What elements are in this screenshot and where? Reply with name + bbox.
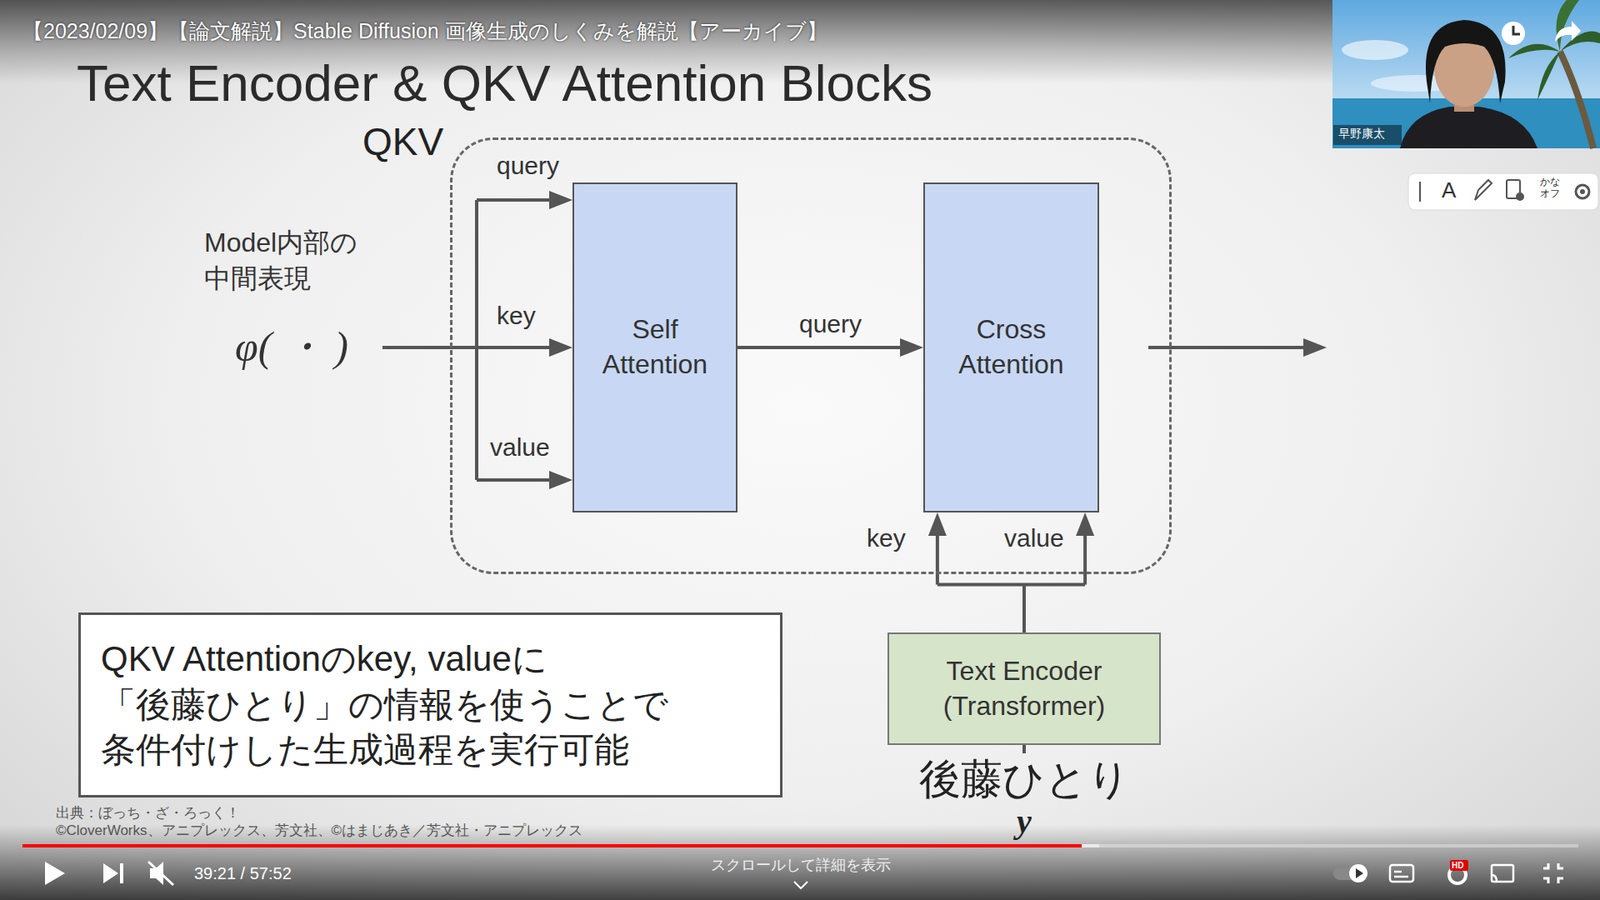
caption-toolbar: [1408, 173, 1599, 210]
connector: [737, 338, 924, 357]
video-time: 39:21 / 57:52: [194, 863, 292, 884]
output-arrow: [1148, 338, 1327, 357]
webcam-feed: [1332, 0, 1600, 149]
input-arrowheads: [549, 190, 573, 490]
player-controls: [1349, 864, 1368, 883]
caption-toolbar: [1580, 189, 1585, 195]
toolbar-button: かな オフ: [1540, 176, 1565, 200]
webcam-feed: [1341, 40, 1409, 60]
player-controls: [103, 863, 119, 884]
input-arrows: [476, 198, 550, 202]
input-arrowheads: [549, 338, 573, 357]
video-title: 【2023/02/09】【論文解説】Stable Diffusion 画像生成の…: [22, 18, 828, 44]
caption-toolbar: [1419, 181, 1421, 202]
caption-toolbar: [1408, 173, 1599, 210]
note-text: QKV Attentionのkey, valueに 「後藤ひとり」の情報を使うこ…: [100, 636, 760, 774]
overlay-icons: [1555, 20, 1581, 42]
player-controls: [1543, 863, 1564, 884]
input-label: Model内部の 中間表現: [204, 225, 384, 297]
attention-block: Cross Attention: [923, 182, 1100, 513]
leader-line: [1022, 745, 1026, 754]
arrowhead: [1075, 512, 1095, 536]
box-label: Text Encoder (Transformer): [897, 654, 1151, 724]
player-controls: [1390, 865, 1414, 882]
overlay-icons: [1513, 25, 1520, 35]
progress-bar: [22, 844, 1100, 848]
player-controls: [1491, 865, 1514, 882]
input-arrowheads: [549, 470, 573, 490]
player-controls: [1394, 870, 1402, 874]
qkv-group: QKVSelf AttentionCross Attention: [450, 137, 1172, 575]
arrowhead: [900, 338, 924, 357]
connector-line: [737, 345, 900, 350]
quality-badge: HD: [1451, 860, 1464, 871]
box-label: Self Attention: [580, 312, 730, 382]
webcam-feed: [1332, 0, 1600, 149]
input-arrowheads: [549, 190, 573, 210]
leader-line: [1024, 745, 1025, 754]
caption-toolbar: [1575, 185, 1590, 199]
player-controls: [1491, 875, 1497, 882]
box-label: Cross Attention: [931, 312, 1091, 382]
webcam-feed: [1425, 20, 1506, 104]
input-arrows: [476, 478, 550, 482]
note-box: QKV Attentionのkey, valueに 「後藤ひとり」の情報を使うこ…: [78, 612, 783, 798]
webcam-feed: [1400, 106, 1538, 149]
group-heading: QKV: [362, 120, 444, 165]
output-arrow: [1303, 338, 1327, 357]
caption-toolbar: [1475, 180, 1492, 200]
source-credit: 出典：ぼっち・ざ・ろっく！: [55, 805, 240, 822]
webcam-feed: [1508, 44, 1560, 59]
port-label: value: [490, 432, 550, 463]
player-controls: [794, 881, 808, 889]
edge-label: query: [799, 309, 862, 340]
toolbar-button: A: [1441, 177, 1456, 204]
player-controls: [148, 861, 174, 885]
port-label: key: [866, 523, 906, 554]
webcam-feed: [1560, 51, 1594, 149]
input-arrows: [475, 200, 479, 480]
input-symbol: φ( ・ ): [235, 321, 349, 372]
progress-bar: [22, 844, 1082, 848]
arrowhead: [928, 512, 947, 536]
caption-toolbar: [1515, 192, 1525, 201]
port-label: key: [496, 300, 536, 331]
port-label: query: [496, 150, 560, 181]
player-controls: [45, 861, 65, 885]
input-arrows: [382, 200, 550, 480]
condition-text: 後藤ひとり: [919, 756, 1130, 803]
encoder-box: Text Encoder (Transformer): [887, 632, 1161, 745]
overlay-icons: [1501, 21, 1525, 45]
condition-symbol: y: [1016, 805, 1032, 839]
player-controls: [120, 863, 124, 884]
player-controls: [1450, 860, 1469, 871]
overlay-icons: [1501, 20, 1581, 45]
progress-bar: [22, 844, 1579, 848]
speaker-name: 早野康太: [1338, 126, 1385, 141]
webcam-feed: [1537, 51, 1560, 100]
player-controls: [1394, 875, 1409, 879]
input-arrows: [382, 345, 550, 350]
player-controls: [1355, 868, 1364, 879]
port-label: value: [1004, 523, 1065, 554]
progress-bar: [22, 844, 1579, 848]
scroll-hint: スクロールして詳細を表示: [710, 856, 891, 875]
webcam-feed: [1333, 125, 1402, 145]
source-credit: ©CloverWorks、アニプレックス、芳文社、©はまじあき／芳文社・アニプレ…: [55, 822, 583, 840]
attention-block: Self Attention: [572, 182, 738, 513]
slide-title: Text Encoder & QKV Attention Blocks: [76, 55, 933, 112]
